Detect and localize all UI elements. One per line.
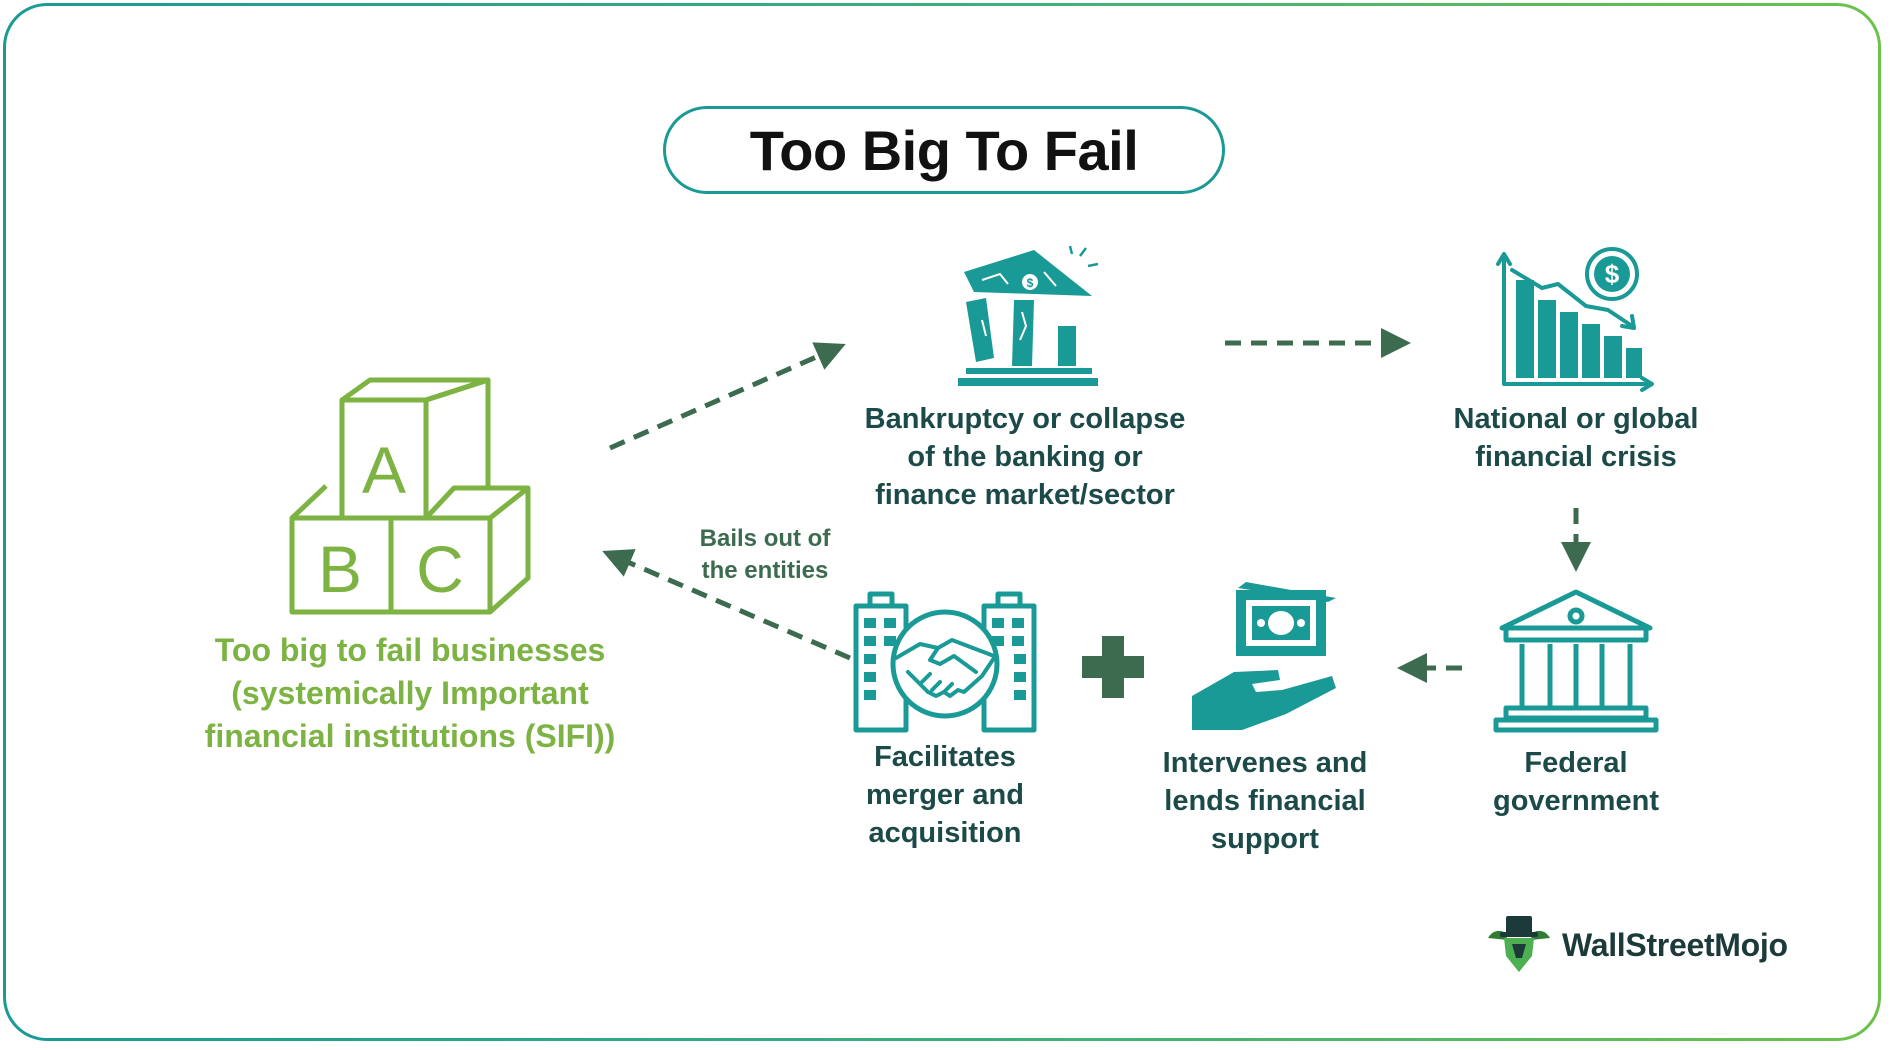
declining-chart-icon: $ [1496,247,1654,392]
abc-blocks-icon: A B C [289,377,531,615]
node-sifi-label: Too big to fail businesses (systemically… [204,632,616,754]
node-bankruptcy-label: Bankruptcy or collapse of the banking or… [864,403,1186,511]
node-government-label: Federal government [1493,747,1659,817]
block-letter-b: B [318,532,362,606]
collapsing-bank-icon: $ [958,245,1099,386]
diagram-frame [3,3,1881,1041]
handshake-buildings-icon [853,591,1037,733]
node-crisis-label: National or global financial crisis [1453,403,1699,473]
node-support-label: Intervenes and lends financial support [1162,747,1368,855]
dollar-sign: $ [1605,259,1620,289]
arrow-sifi-to-bankruptcy [608,342,846,451]
block-letter-c: C [416,532,464,606]
plus-icon [1082,636,1144,698]
block-letter-a: A [362,433,406,507]
edge-label-bails-out: Bails out of the entities [699,525,831,584]
government-building-icon [1493,589,1659,733]
page-title: Too Big To Fail [663,106,1225,194]
brand-logo: WallStreetMojo [1484,910,1788,980]
bull-logo-icon [1488,916,1550,972]
dollar-sign: $ [1027,276,1034,290]
brand-name: WallStreetMojo [1562,926,1788,963]
hand-money-icon [1192,582,1336,730]
node-merger-label: Facilitates merger and acquisition [866,741,1024,849]
arrow-merger-to-sifi [602,549,851,661]
